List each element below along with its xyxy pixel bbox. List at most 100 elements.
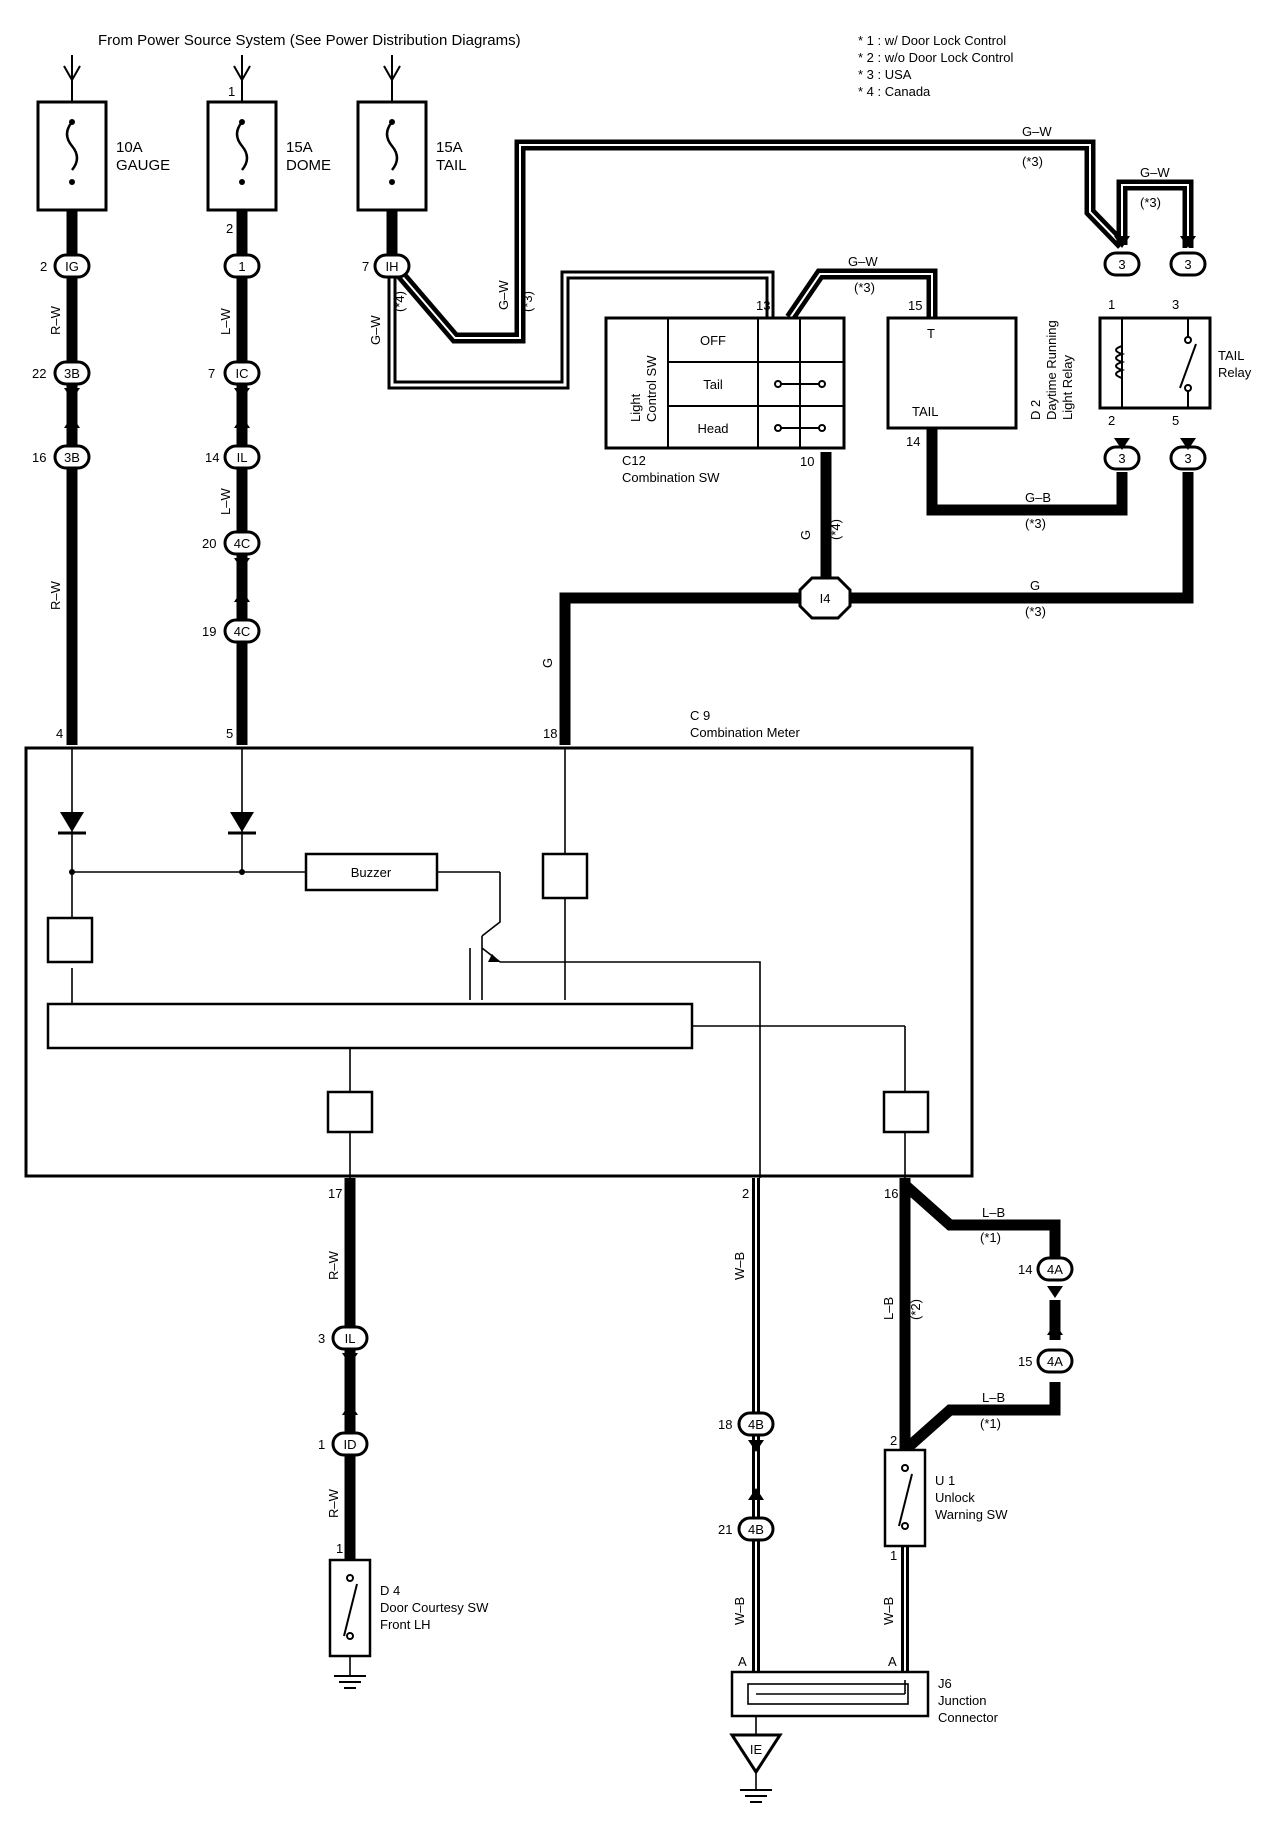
pin: 14	[205, 450, 219, 465]
conn-4b-a: 4B	[748, 1417, 764, 1432]
notes-legend: * 1 : w/ Door Lock Control * 2 : w/o Doo…	[858, 33, 1013, 99]
wire-label: W–B	[732, 1252, 747, 1280]
fuse-feed-arrows	[63, 55, 401, 102]
pin: A	[888, 1654, 897, 1669]
tail-relay-label-1: TAIL	[1218, 348, 1245, 363]
light-control-switch: OFF Tail Head Light Control SW C12 Combi…	[604, 316, 846, 485]
wire-label: L–W	[218, 308, 233, 335]
daytime-running-light-relay: T TAIL D 2 Daytime Running Light Relay	[886, 316, 1075, 430]
wire-label: G–W	[848, 254, 878, 269]
pin-numbers: 2 1 2 7 22 7 16 14 20 19 4 5 18 13 15 10…	[32, 84, 1179, 1669]
switch-position-head: Head	[697, 421, 728, 436]
wire-label: R–W	[326, 1250, 341, 1280]
wire-label: G–W	[1140, 165, 1170, 180]
pin: 17	[328, 1186, 342, 1201]
pin: 5	[226, 726, 233, 741]
conn-il-top: IL	[237, 450, 248, 465]
wire-note: (*1)	[980, 1230, 1001, 1245]
pin: 15	[908, 298, 922, 313]
pin: 5	[1172, 413, 1179, 428]
wire-label: G	[540, 658, 555, 668]
conn-ih: IH	[386, 259, 399, 274]
ground-icon	[334, 1675, 366, 1689]
junction-name-1: Junction	[938, 1693, 986, 1708]
conn-relay-3-bl: 3	[1118, 451, 1125, 466]
conn-relay-3-tr: 3	[1184, 257, 1191, 272]
note-2: * 2 : w/o Door Lock Control	[858, 50, 1013, 65]
pin: 18	[543, 726, 557, 741]
wire-note: (*4)	[392, 291, 407, 312]
fuse-gauge-name: GAUGE	[116, 157, 170, 174]
switch-position-off: OFF	[700, 333, 726, 348]
fuse-dome-name: DOME	[286, 157, 331, 174]
wire-label: L–B	[982, 1205, 1005, 1220]
connector-markers	[64, 236, 1196, 1500]
unlock-sw-code: U 1	[935, 1473, 955, 1488]
door-sw-name-1: Door Courtesy SW	[380, 1600, 489, 1615]
conn-ig: IG	[65, 259, 79, 274]
wire-label: R–W	[326, 1488, 341, 1518]
pin: 4	[56, 726, 63, 741]
pin: 19	[202, 624, 216, 639]
wire-label: L–B	[982, 1390, 1005, 1405]
connector-pills: IG 1 IH 3B 3B IC IL 4C 4C 3 3 3 3 I4 IL …	[53, 251, 1207, 1542]
conn-4c-a: 4C	[234, 536, 251, 551]
light-sw-side-label-1: Light	[628, 393, 643, 422]
fuse-dome: 15A DOME	[206, 100, 331, 212]
fuse-tail-rating: 15A	[436, 139, 463, 156]
conn-4a-b: 4A	[1047, 1354, 1063, 1369]
pin: 16	[884, 1186, 898, 1201]
meter-code: C 9	[690, 708, 710, 723]
junction-name-2: Connector	[938, 1710, 999, 1725]
conn-relay-3-br: 3	[1184, 451, 1191, 466]
pin: 2	[890, 1433, 897, 1448]
pin: 10	[800, 454, 814, 469]
pin: 2	[40, 259, 47, 274]
note-1: * 1 : w/ Door Lock Control	[858, 33, 1006, 48]
wire-note: (*2)	[908, 1299, 923, 1320]
wire-label: G	[1030, 578, 1040, 593]
wire-label: L–W	[218, 488, 233, 515]
fuse-dome-rating: 15A	[286, 139, 313, 156]
note-4: * 4 : Canada	[858, 84, 931, 99]
switch-position-tail: Tail	[703, 377, 723, 392]
pin: 14	[906, 434, 920, 449]
ground-icon	[740, 1789, 772, 1803]
meter-name: Combination Meter	[690, 725, 800, 740]
wire-label: G	[798, 530, 813, 540]
drl-terminal-tail: TAIL	[912, 404, 939, 419]
pin: 2	[1108, 413, 1115, 428]
pin: 21	[718, 1522, 732, 1537]
wire-labels: R–W R–W L–W L–W G–W G–W G G R–W R–W W–B …	[48, 124, 1170, 1625]
pin: 1	[228, 84, 235, 99]
fuse-tail-name: TAIL	[436, 157, 467, 174]
drl-name-2: Light Relay	[1060, 354, 1075, 420]
conn-i4: I4	[820, 591, 831, 606]
wire-label: R–W	[48, 305, 63, 335]
wire-label: G–W	[496, 280, 511, 310]
fuse-gauge-rating: 10A	[116, 139, 143, 156]
unlock-sw-name-2: Warning SW	[935, 1507, 1008, 1522]
light-sw-code: C12	[622, 453, 646, 468]
pin: 18	[718, 1417, 732, 1432]
conn-3b-a: 3B	[64, 366, 80, 381]
conn-ic: IC	[236, 366, 249, 381]
wire-label: W–B	[732, 1597, 747, 1625]
wire-note: (*3)	[520, 291, 535, 312]
drl-name-1: Daytime Running	[1044, 320, 1059, 420]
pin: 3	[1172, 297, 1179, 312]
light-sw-name: Combination SW	[622, 470, 720, 485]
conn-4b-b: 4B	[748, 1522, 764, 1537]
pin: 1	[318, 1437, 325, 1452]
wire-note: (*3)	[854, 280, 875, 295]
wire-label: R–W	[48, 580, 63, 610]
power-source-label: From Power Source System (See Power Dist…	[98, 32, 521, 49]
wire-label: W–B	[881, 1597, 896, 1625]
pin: 1	[890, 1548, 897, 1563]
wire-note: (*1)	[980, 1416, 1001, 1431]
conn-4c-b: 4C	[234, 624, 251, 639]
wire-note: (*4)	[828, 519, 843, 540]
conn-1: 1	[238, 259, 245, 274]
fuse-gauge: 10A GAUGE	[36, 100, 170, 212]
door-sw-name-2: Front LH	[380, 1617, 431, 1632]
